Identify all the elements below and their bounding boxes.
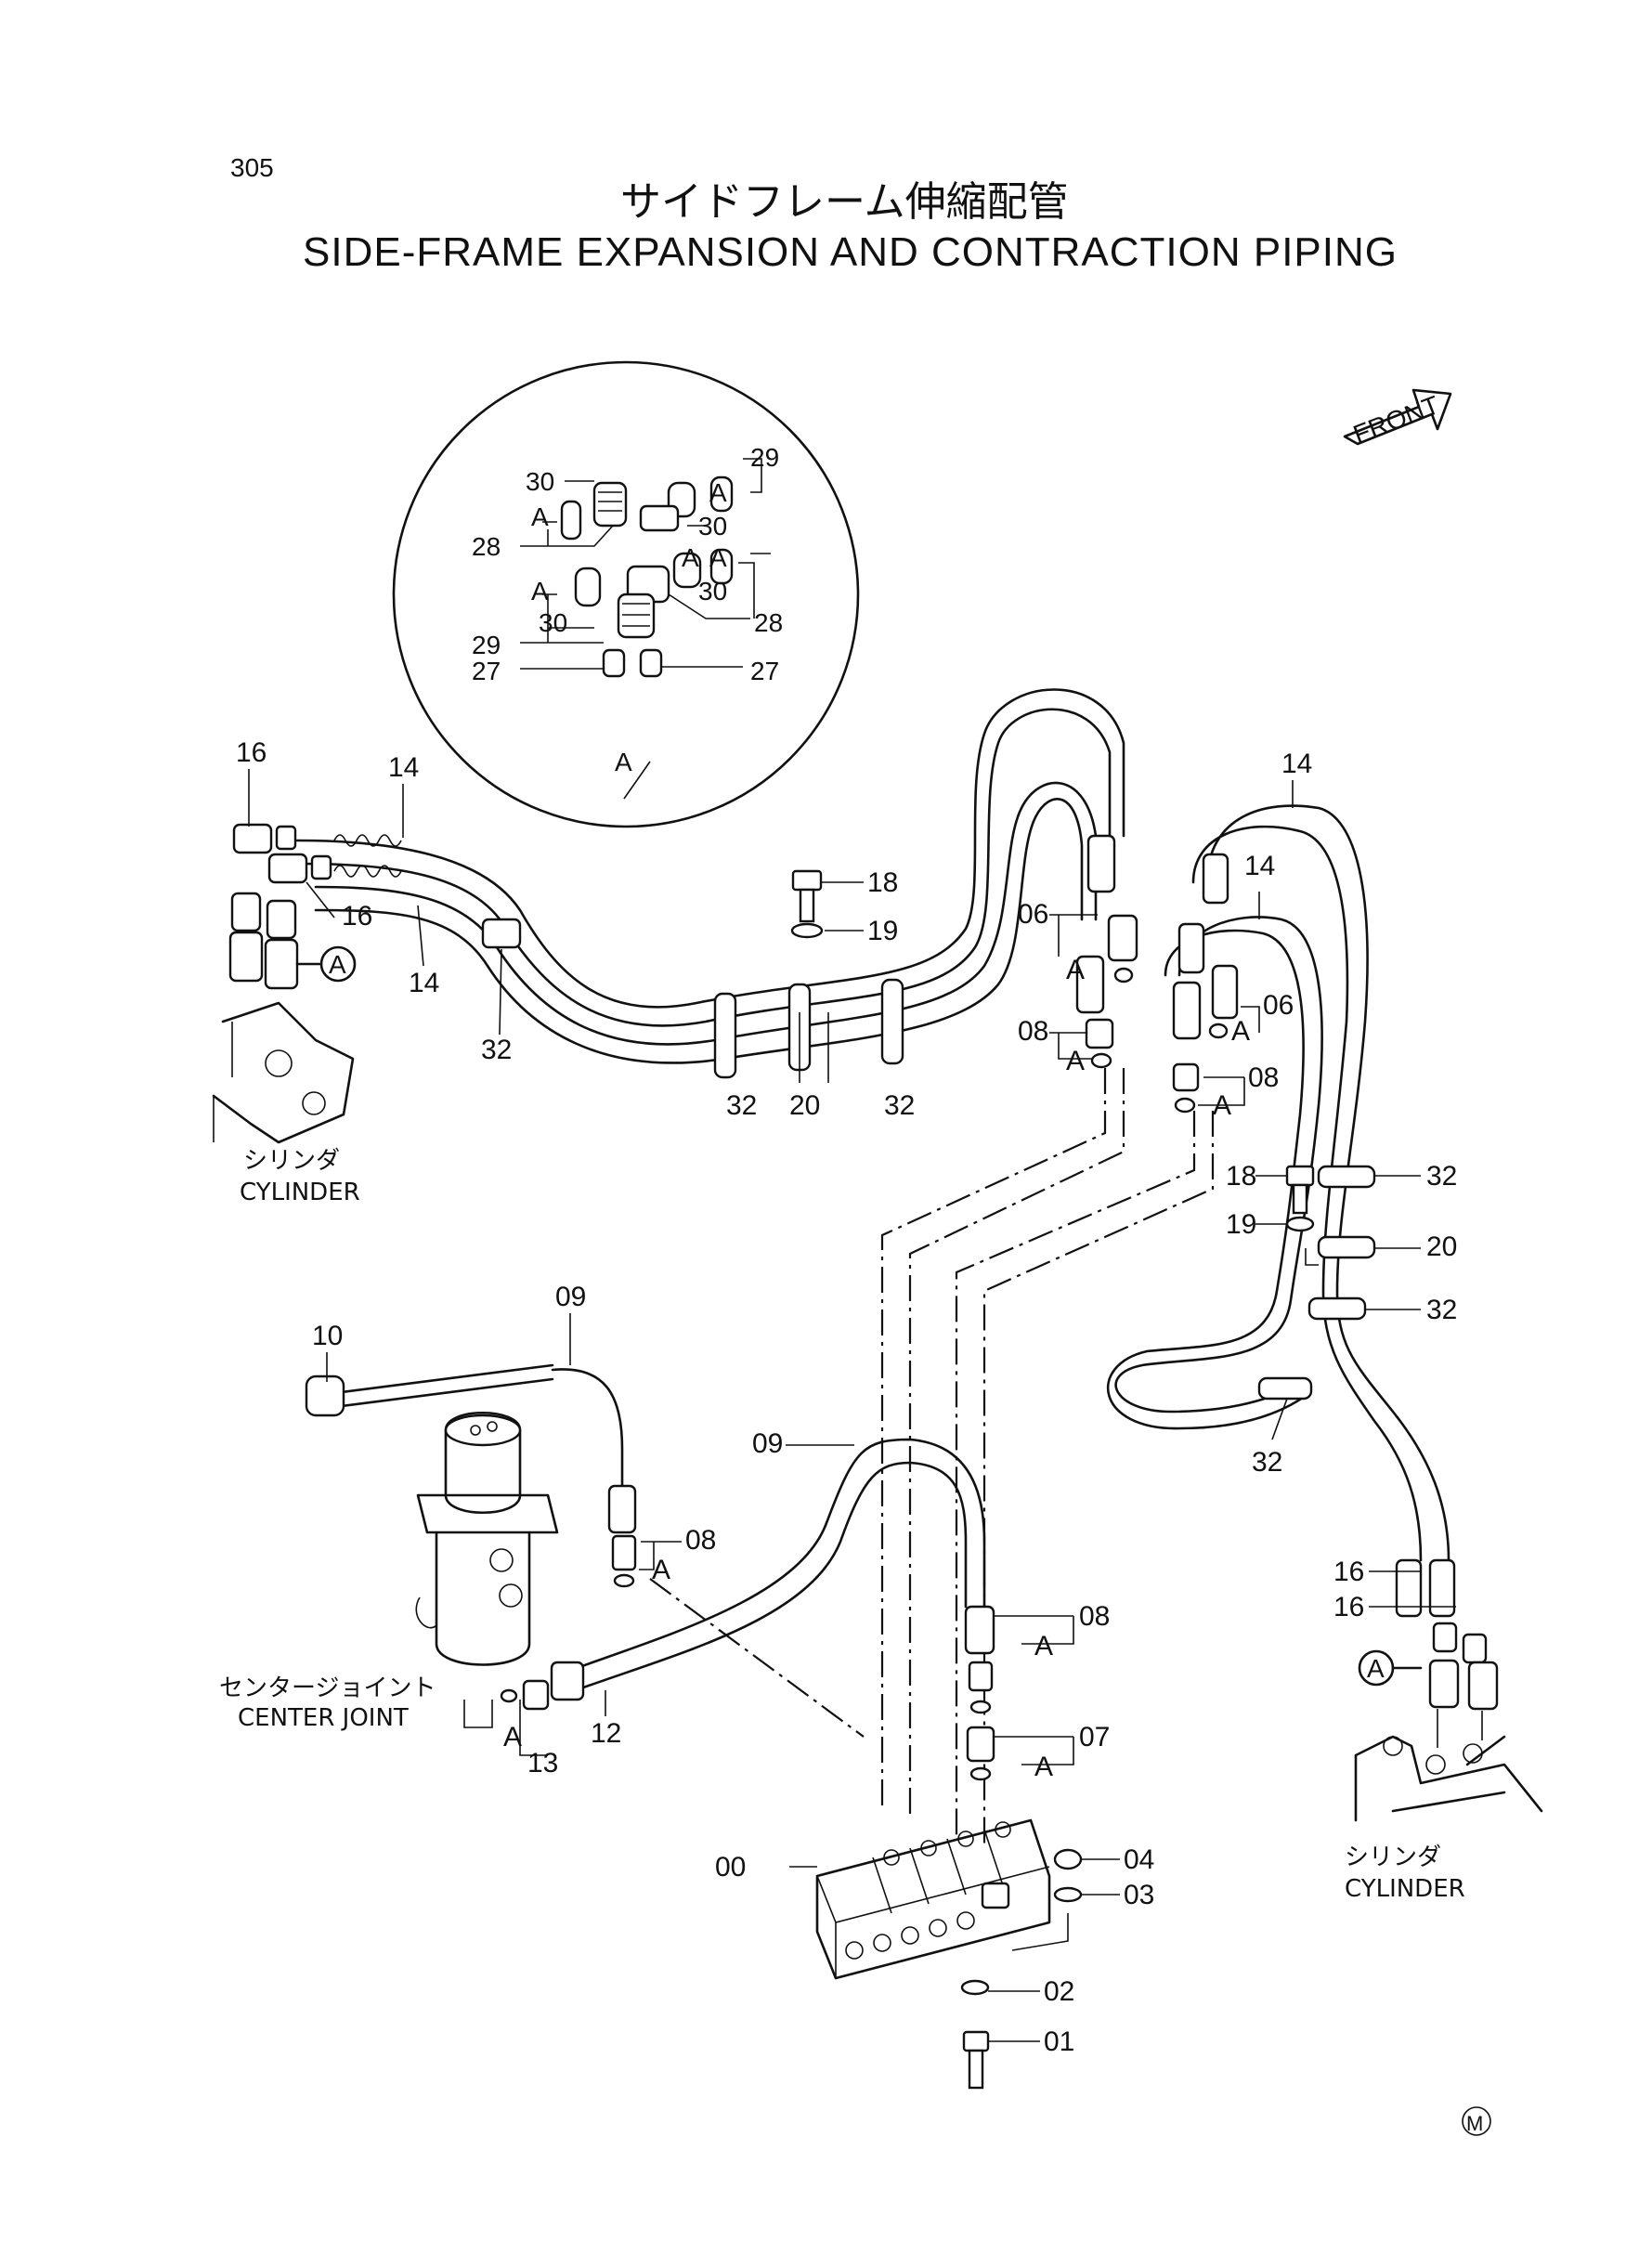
callout-18-right: 18 <box>1226 1161 1256 1192</box>
callout-08-stack: 08 <box>1079 1601 1110 1632</box>
callout-01: 01 <box>1044 2026 1074 2057</box>
callout-a-right-08: A <box>1213 1090 1231 1121</box>
callout-16-left-top: 16 <box>236 737 267 768</box>
title-japanese: サイドフレーム伸縮配管 <box>620 178 1069 226</box>
callout-32-right-top: 32 <box>1426 1161 1457 1192</box>
control-valve <box>789 1818 1120 2090</box>
callout-16-left-mid: 16 <box>342 901 372 932</box>
callout-20-right: 20 <box>1426 1231 1457 1262</box>
callout-a-top-right: A <box>709 478 727 507</box>
callout-28-left: 28 <box>472 532 501 561</box>
callout-19-middle: 19 <box>867 916 898 946</box>
callout-a-mid-right: A <box>709 543 727 572</box>
callout-a-lower-left: A <box>531 577 549 606</box>
svg-text:M: M <box>1466 2112 1483 2135</box>
title-english: SIDE-FRAME EXPANSION AND CONTRACTION PIP… <box>303 229 1398 275</box>
callout-30-top: 30 <box>526 467 554 496</box>
caption-cylinder-right-jp: シリンダ <box>1345 1844 1441 1871</box>
callout-02: 02 <box>1044 1976 1074 2007</box>
callout-14-right-top: 14 <box>1281 749 1312 779</box>
caption-center-joint-jp: センタージョイント <box>219 1674 436 1702</box>
callout-09-upper: 09 <box>555 1282 586 1312</box>
front-badge-text: FRONT <box>1349 390 1443 449</box>
caption-center-joint-en: CENTER JOINT <box>238 1704 409 1732</box>
callout-30-right: 30 <box>698 512 727 541</box>
callout-a-center-08: A <box>652 1555 670 1585</box>
center-joint <box>305 1363 995 1781</box>
callout-03: 03 <box>1124 1880 1154 1910</box>
callout-a-right-06: A <box>1231 1016 1250 1047</box>
callout-00: 00 <box>715 1852 746 1883</box>
callout-32-right-mid: 32 <box>1426 1295 1457 1325</box>
callout-27-left: 27 <box>472 657 501 685</box>
svg-text:A: A <box>329 950 346 979</box>
callout-06-right: 06 <box>1263 990 1294 1021</box>
detail-label-a: A <box>615 748 632 776</box>
callout-32-middle-right: 32 <box>884 1090 915 1121</box>
caption-cylinder-left-en: CYLINDER <box>240 1179 360 1206</box>
callout-a-mid: A <box>682 543 699 572</box>
callout-08-middle: 08 <box>1018 1016 1048 1047</box>
callout-08-center: 08 <box>685 1525 716 1556</box>
callout-13: 13 <box>527 1748 558 1778</box>
callout-10: 10 <box>312 1321 343 1351</box>
callout-a-middle-06: A <box>1066 955 1085 985</box>
callout-a-middle-08: A <box>1066 1046 1085 1076</box>
callout-29-top: 29 <box>750 443 779 472</box>
detail-view-a: 30 29 A 30 A 28 A A 30 A 28 30 29 27 27 … <box>392 360 860 828</box>
callout-a-left: A <box>531 502 549 531</box>
callout-30-lower: 30 <box>539 608 567 637</box>
callout-04: 04 <box>1124 1844 1154 1875</box>
callout-30-mid-right: 30 <box>698 577 727 606</box>
callout-27-right: 27 <box>750 657 779 685</box>
callout-07-stack: 07 <box>1079 1722 1110 1752</box>
callout-06-middle: 06 <box>1018 899 1048 930</box>
callout-16-right-low: 16 <box>1333 1592 1364 1622</box>
caption-cylinder-left-jp: シリンダ <box>243 1147 340 1175</box>
callout-29-lower: 29 <box>472 631 501 659</box>
svg-text:A: A <box>1367 1654 1385 1683</box>
callout-09-lower: 09 <box>752 1428 783 1459</box>
callout-08-right: 08 <box>1248 1062 1279 1093</box>
page-number: 305 <box>230 153 274 182</box>
callout-20-middle: 20 <box>789 1090 820 1121</box>
routing-lines <box>649 1068 1215 1848</box>
callout-16-right-top: 16 <box>1333 1557 1364 1587</box>
callout-a-stack-08: A <box>1034 1631 1053 1661</box>
left-hose-assembly <box>212 688 1125 1144</box>
callout-28-right: 28 <box>754 608 783 637</box>
callout-32-right-low: 32 <box>1252 1447 1282 1478</box>
coupler-group <box>560 476 734 678</box>
reference-a-left-icon: A <box>295 945 357 983</box>
right-hose-assembly <box>1106 804 1543 1822</box>
callout-14-left-mid: 14 <box>409 968 439 998</box>
middle-fittings <box>1049 834 1138 1069</box>
callout-12: 12 <box>591 1718 621 1749</box>
caption-cylinder-right-en: CYLINDER <box>1345 1875 1465 1903</box>
callout-32-left: 32 <box>481 1035 512 1065</box>
m-mark-icon: M <box>1462 2106 1491 2136</box>
callout-14-right-mid: 14 <box>1244 851 1275 881</box>
callout-a-stack-07: A <box>1034 1752 1053 1782</box>
front-arrow-icon: FRONT <box>1343 388 1452 449</box>
callout-14-left-top: 14 <box>388 752 419 783</box>
middle-clamp-hardware <box>790 869 864 1083</box>
callout-32-middle-left: 32 <box>726 1090 757 1121</box>
callout-19-right: 19 <box>1226 1209 1256 1240</box>
reference-a-right-icon: A <box>1358 1649 1423 1687</box>
callout-18-middle: 18 <box>867 867 898 898</box>
callout-a-center-13: A <box>503 1722 522 1752</box>
